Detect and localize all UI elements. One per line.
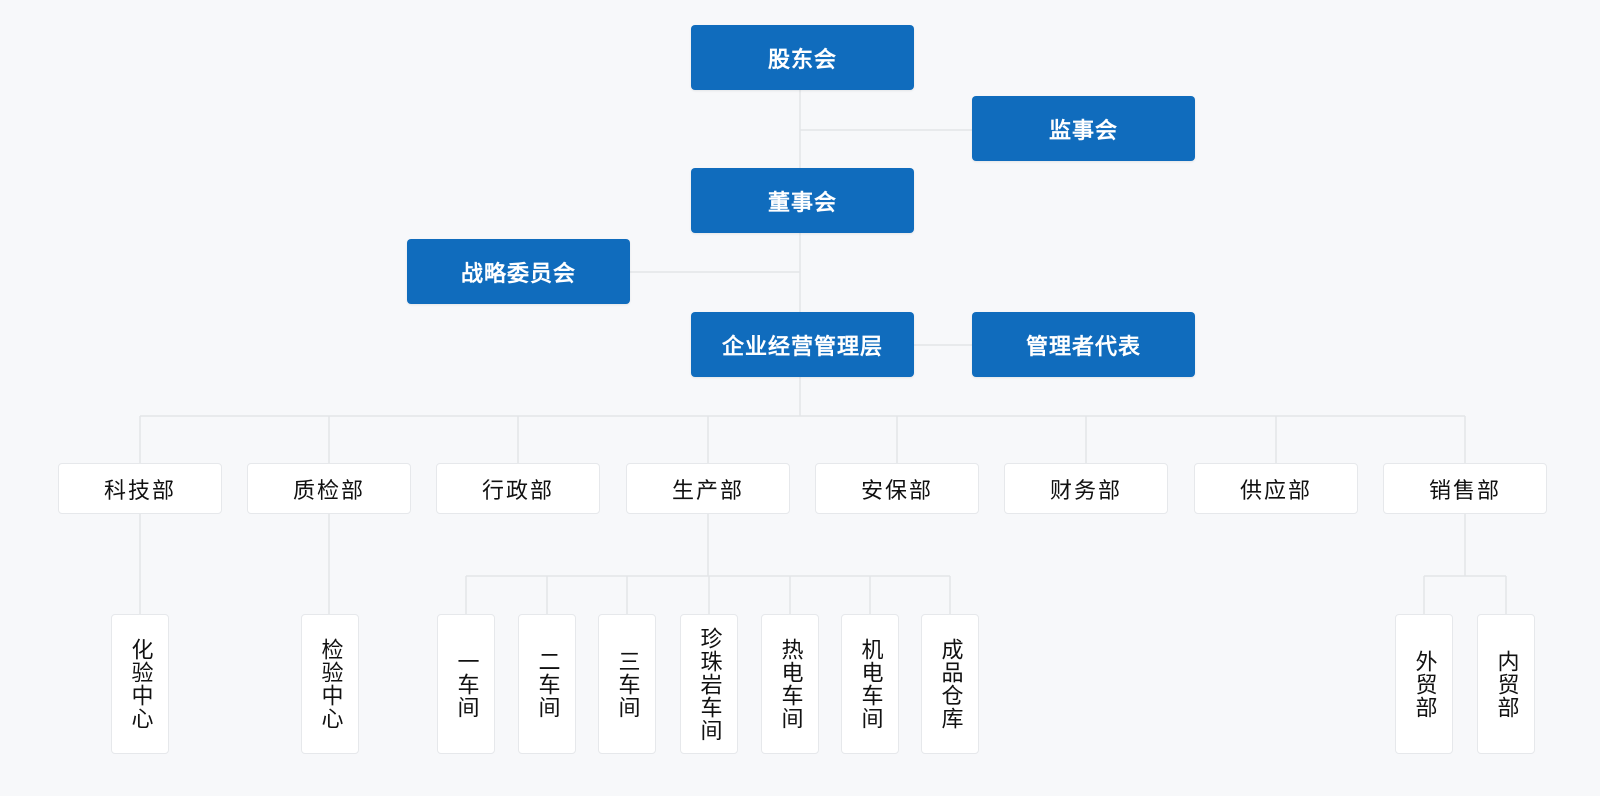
node-management-representative[interactable]: 管理者代表 [972, 312, 1195, 377]
subunit-finished-goods-warehouse[interactable]: 成品仓库 [921, 614, 979, 754]
dept-qc[interactable]: 质检部 [247, 463, 411, 514]
node-supervisors[interactable]: 监事会 [972, 96, 1195, 161]
subunit-inspection-center[interactable]: 检验中心 [301, 614, 359, 754]
subunit-workshop-3[interactable]: 三车间 [598, 614, 656, 754]
subunit-workshop-2[interactable]: 二车间 [518, 614, 576, 754]
subunit-lab-center[interactable]: 化验中心 [111, 614, 169, 754]
subunit-thermal-power-workshop[interactable]: 热电车间 [761, 614, 819, 754]
node-board[interactable]: 董事会 [691, 168, 914, 233]
dept-security[interactable]: 安保部 [815, 463, 979, 514]
subunit-foreign-trade[interactable]: 外贸部 [1395, 614, 1453, 754]
dept-supply[interactable]: 供应部 [1194, 463, 1358, 514]
dept-production[interactable]: 生产部 [626, 463, 790, 514]
dept-tech[interactable]: 科技部 [58, 463, 222, 514]
dept-admin[interactable]: 行政部 [436, 463, 600, 514]
dept-finance[interactable]: 财务部 [1004, 463, 1168, 514]
subunit-electromechanical-workshop[interactable]: 机电车间 [841, 614, 899, 754]
subunit-domestic-trade[interactable]: 内贸部 [1477, 614, 1535, 754]
subunit-perlite-workshop[interactable]: 珍珠岩车间 [680, 614, 738, 754]
node-management[interactable]: 企业经营管理层 [691, 312, 914, 377]
subunit-workshop-1[interactable]: 一车间 [437, 614, 495, 754]
dept-sales[interactable]: 销售部 [1383, 463, 1547, 514]
node-shareholders[interactable]: 股东会 [691, 25, 914, 90]
node-strategy-committee[interactable]: 战略委员会 [407, 239, 630, 304]
